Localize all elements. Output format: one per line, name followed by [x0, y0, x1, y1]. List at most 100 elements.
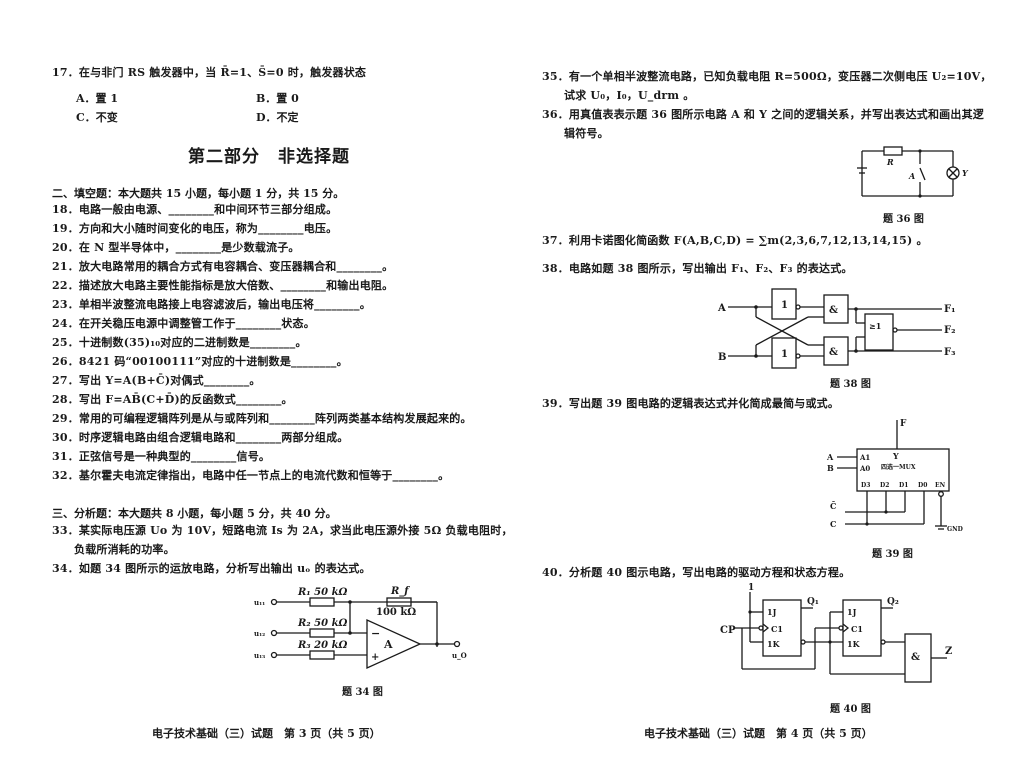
question-18: 18．电路一般由电源、________和中间环节三部分组成。 — [52, 203, 338, 216]
input-b-label: B — [718, 352, 726, 363]
question-21: 21．放大电路常用的耦合方式有电容耦合、变压器耦合和________。 — [52, 260, 394, 273]
q17-option-b: B．置 0 — [256, 92, 299, 105]
q17-option-a: A．置 1 — [76, 92, 119, 105]
question-31: 31．正弦信号是一种典型的________信号。 — [52, 450, 271, 463]
a1-label: A1 — [859, 453, 870, 462]
d1-label: D1 — [899, 482, 908, 489]
question-20: 20．在 N 型半导体中，________是少数载流子。 — [52, 241, 300, 254]
a0-label: A0 — [859, 464, 870, 473]
question-28: 28．写出 F=AB̄(C+D̄)的反函数式________。 — [52, 393, 293, 406]
question-36-line1: 36．用真值表表示题 36 图所示电路 A 和 Y 之间的逻辑关系，并写出表达式… — [542, 108, 984, 121]
nor-gate — [864, 313, 894, 351]
mux-title-label: 四选一MUX — [881, 463, 916, 471]
switch-a-label: A — [908, 171, 915, 181]
question-30: 30．时序逻辑电路由组合逻辑电路和________两部分组成。 — [52, 431, 349, 444]
ff1-c1-label: C1 — [771, 624, 783, 634]
exam-page-3: 17．在与非门 RS 触发器中，当 R̄=1、S̄=0 时，触发器状态 A．置 … — [52, 66, 513, 740]
switch-a — [919, 167, 926, 181]
input-a-label: A — [717, 303, 726, 314]
figure-40-caption: 题 40 图 — [830, 704, 871, 715]
en-label: EN — [935, 482, 946, 489]
resistor-r — [883, 146, 903, 156]
q2-label: Q₂ — [887, 597, 899, 607]
output-f2-label: F₂ — [944, 325, 955, 336]
r3-label: R₃ 20 kΩ — [297, 640, 347, 651]
fill-in-section-heading: 二、填空题：本大题共 15 小题，每小题 1 分，共 15 分。 — [52, 187, 345, 200]
resistor-r1 — [309, 597, 335, 607]
figure-36-caption: 题 36 图 — [883, 214, 924, 225]
q17-option-c: C．不变 — [76, 111, 118, 124]
part-two-title: 第二部分 非选择题 — [188, 147, 350, 167]
question-23: 23．单相半波整流电路接上电容滤波后，输出电压将________。 — [52, 298, 371, 311]
cp-label: CP — [720, 625, 736, 636]
page-4-footer: 电子技术基础（三）试题 第 4 页（共 5 页） — [644, 727, 873, 740]
resistor-r-label: R — [886, 157, 894, 167]
d0-label: D0 — [918, 482, 927, 489]
question-33-line2: 负载所消耗的功率。 — [74, 543, 175, 556]
figure-36-switch-lamp-circuit: R A Y — [857, 146, 969, 198]
ff2-c1-label: C1 — [851, 624, 863, 634]
r1-label: R₁ 50 kΩ — [297, 587, 347, 598]
exam-page-4: 35．有一个单相半波整流电路，已知负载电阻 R=500Ω，变压器二次侧电压 U₂… — [512, 0, 1024, 784]
rf-label: R_f — [390, 586, 410, 597]
figure-34-opamp-circuit: u₁₁ u₁₂ u₁₃ R₁ 50 kΩ R_f 100 kΩ R₂ 50 kΩ… — [254, 586, 467, 670]
input-ui1-label: u₁₁ — [254, 598, 265, 607]
r2-label: R₂ 50 kΩ — [297, 618, 347, 629]
question-22: 22．描述放大电路主要性能指标是放大倍数、________和输出电阻。 — [52, 279, 394, 292]
not-gate-top-label: 1 — [781, 300, 788, 311]
not-gate-bottom — [771, 337, 797, 369]
input-b-label: B — [827, 463, 834, 473]
nor-gate-label: ≥1 — [869, 321, 881, 331]
question-24: 24．在开关稳压电源中调整管工作于________状态。 — [52, 317, 315, 330]
input-ui2-label: u₁₂ — [254, 629, 265, 638]
opamp-triangle — [366, 618, 422, 670]
question-26: 26．8421 码“00100111”对应的十进制数是________。 — [52, 355, 348, 368]
q17-option-d: D．不定 — [256, 111, 299, 124]
question-35-line2: 试求 U₀，I₀，U_drm 。 — [564, 89, 695, 102]
question-38: 38．电路如题 38 图所示，写出输出 F₁、F₂、F₃ 的表达式。 — [542, 262, 853, 275]
question-25: 25．十进制数(35)₁₀对应的二进制数是________。 — [52, 336, 307, 349]
ff1-k-label: 1K — [767, 639, 781, 649]
and-gate-label: & — [911, 652, 920, 663]
output-uo-label: u_O — [452, 651, 467, 660]
not-gate-bottom-label: 1 — [781, 349, 788, 360]
figure-39-mux-circuit: F Y 四选一MUX A1 A0 A B D3 D2 D1 D0 EN C̄ C… — [826, 419, 963, 533]
question-29: 29．常用的可编程逻辑阵列是从与或阵列和________阵列两类基本结构发展起来… — [52, 412, 472, 425]
not-gate-top — [771, 288, 797, 320]
minus-terminal-label: − — [371, 627, 380, 640]
question-27: 27．写出 Y=A(B+C̄)对偶式________。 — [52, 374, 261, 387]
rf-value-label: 100 kΩ — [376, 607, 416, 618]
output-f3-label: F₃ — [944, 347, 955, 358]
question-19: 19．方向和大小随时间变化的电压，称为________电压。 — [52, 222, 338, 235]
question-40: 40．分析题 40 图示电路，写出电路的驱动方程和状态方程。 — [542, 566, 851, 579]
and-gate-bottom-label: & — [829, 347, 838, 358]
input-ui3-label: u₁₃ — [254, 651, 265, 660]
figure-38-caption: 题 38 图 — [830, 379, 871, 390]
plus-terminal-label: + — [371, 652, 379, 663]
input-a-label: A — [826, 452, 834, 462]
figure-38-logic-circuit: A B 1 1 & & ≥1 — [717, 288, 955, 369]
figure-40-flipflop-circuit: 1 CP 1J C1 1K Q₁ 1J C1 1K Q₂ — [720, 583, 952, 683]
question-37: 37．利用卡诺图化简函数 F(A,B,C,D) = ∑m(2,3,6,7,12,… — [542, 234, 928, 247]
ff2-k-label: 1K — [847, 639, 861, 649]
question-34: 34．如题 34 图所示的运放电路，分析写出输出 uₒ 的表达式。 — [52, 562, 371, 575]
and-gate-top-label: & — [829, 305, 838, 316]
analysis-section-heading: 三、分析题：本大题共 8 小题，每小题 5 分，共 40 分。 — [52, 507, 337, 520]
ff1-j-label: 1J — [767, 607, 777, 617]
question-35-line1: 35．有一个单相半波整流电路，已知负载电阻 R=500Ω，变压器二次侧电压 U₂… — [542, 70, 992, 83]
page-3-footer: 电子技术基础（三）试题 第 3 页（共 5 页） — [152, 727, 381, 740]
mux-block — [856, 448, 950, 492]
lamp-y-label: Y — [962, 168, 969, 178]
d2-label: D2 — [880, 482, 889, 489]
question-17-stem: 17．在与非门 RS 触发器中，当 R̄=1、S̄=0 时，触发器状态 — [52, 66, 367, 79]
question-33-line1: 33．某实际电压源 Uo 为 10V，短路电流 Is 为 2A，求当此电压源外接… — [52, 524, 513, 537]
gnd-label: GND — [947, 526, 963, 533]
resistor-r2 — [309, 628, 335, 638]
mux-y-label: Y — [892, 451, 899, 461]
ff2-j-label: 1J — [847, 607, 857, 617]
d3-label: D3 — [861, 482, 870, 489]
figure-39-caption: 题 39 图 — [872, 549, 913, 560]
input-c-bar-label: C̄ — [830, 501, 836, 511]
resistor-r3 — [309, 650, 335, 660]
logic-one-label: 1 — [748, 583, 754, 593]
